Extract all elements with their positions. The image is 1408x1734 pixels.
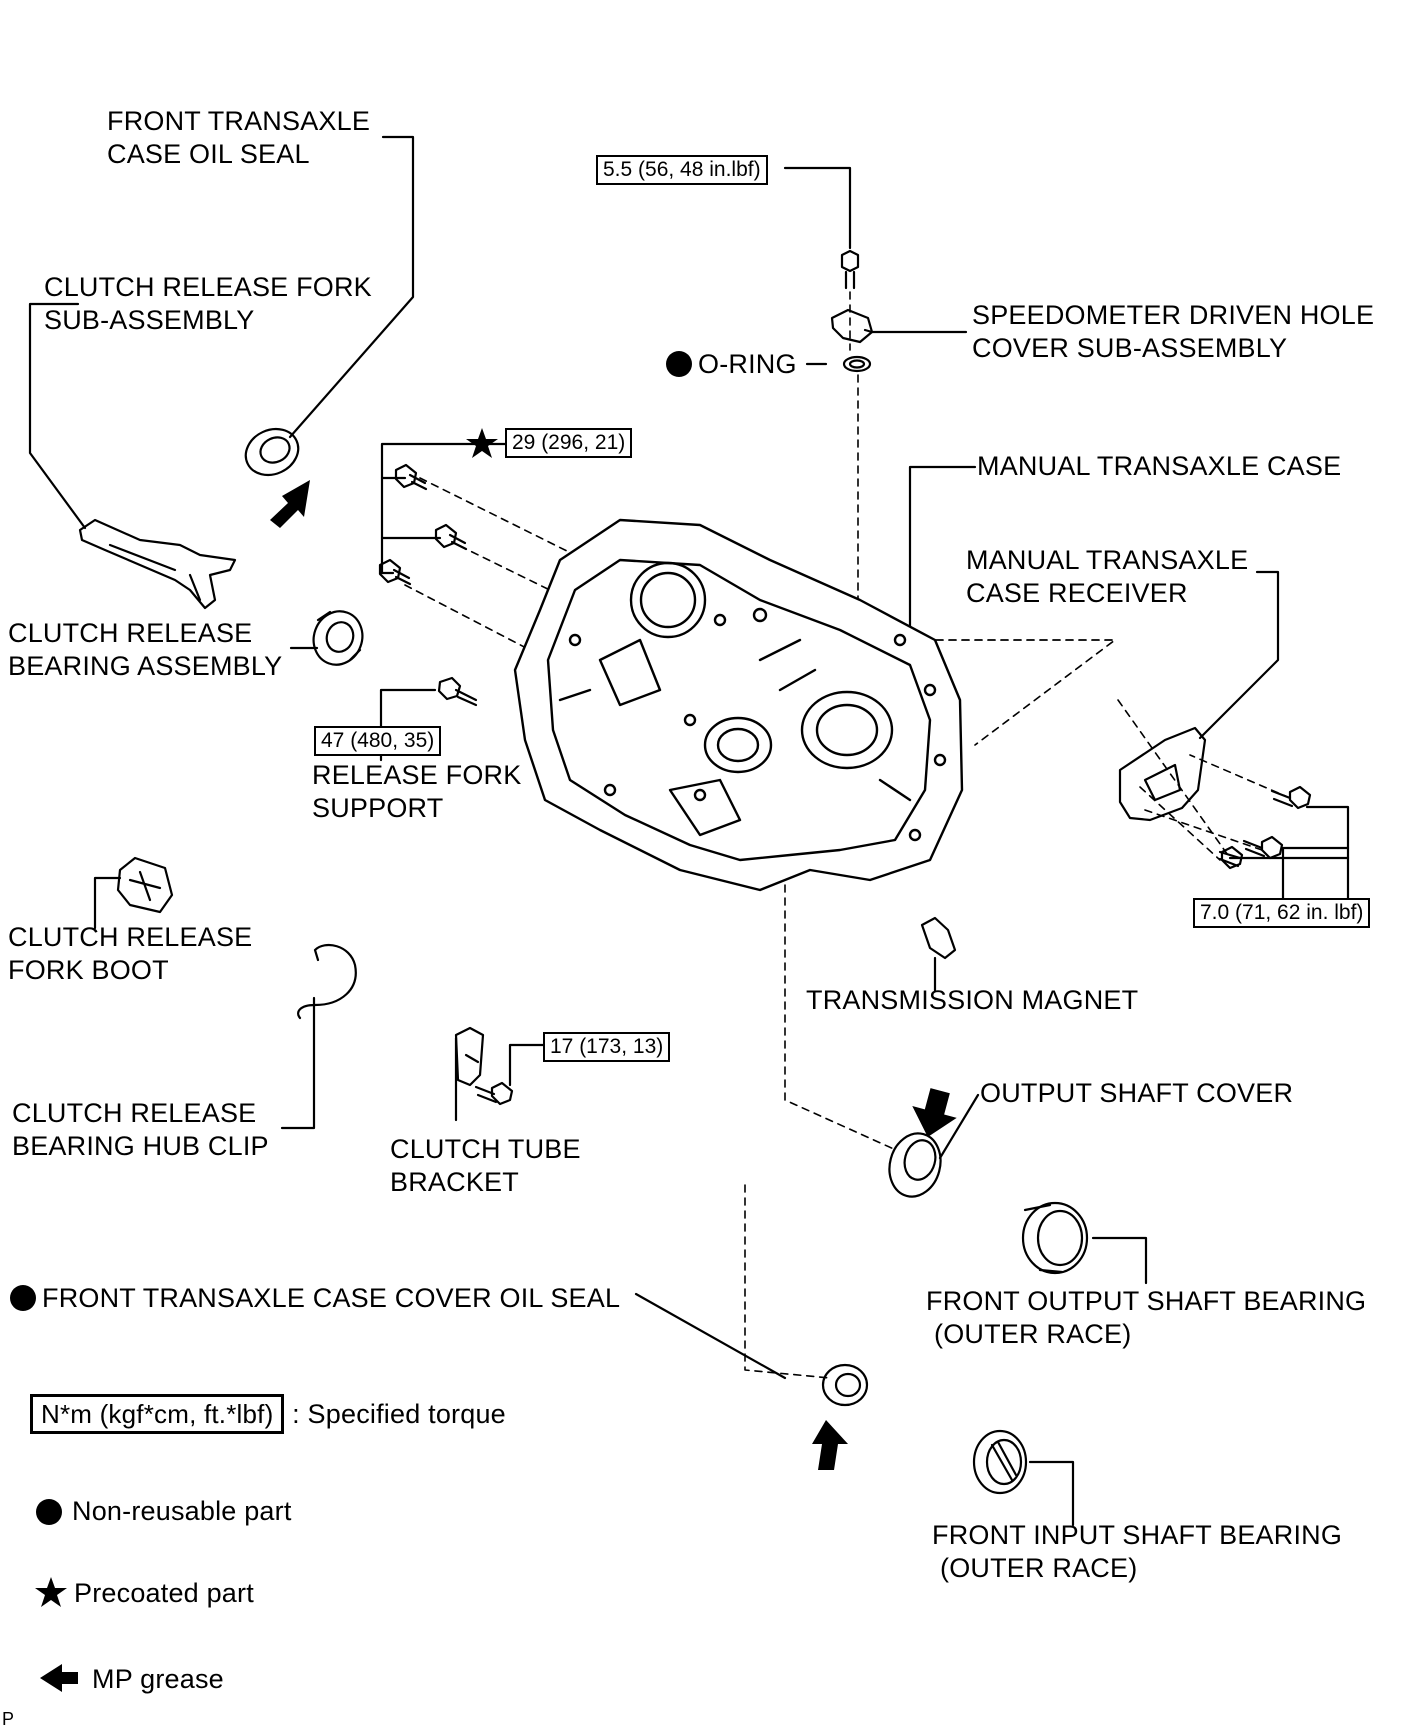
front-input-shaft-bearing-label: FRONT INPUT SHAFT BEARING (OUTER RACE) — [932, 1519, 1342, 1585]
legend-torque-box: N*m (kgf*cm, ft.*lbf) — [30, 1394, 285, 1434]
legend-precoated-text: Precoated part — [74, 1578, 254, 1608]
non-reusable-dot-icon — [36, 1499, 62, 1525]
label-line: SUB-ASSEMBLY — [44, 305, 255, 335]
corner-code: P — [2, 1709, 15, 1729]
leader-lines — [28, 135, 1350, 1527]
label-text: O-RING — [698, 349, 797, 379]
mp-grease-arrows — [40, 480, 957, 1692]
small-parts — [78, 308, 1207, 1495]
torque-box-release-fork-support: 47 (480, 35) — [314, 726, 442, 756]
label-line: (OUTER RACE) — [934, 1319, 1132, 1349]
star-icon — [466, 428, 498, 458]
legend-torque-text: : Specified torque — [292, 1399, 506, 1429]
non-reusable-dot-icon — [666, 351, 692, 377]
label-line: FRONT TRANSAXLE — [107, 106, 371, 136]
label-line: SPEEDOMETER DRIVEN HOLE — [972, 300, 1375, 330]
label-line: COVER SUB-ASSEMBLY — [972, 333, 1288, 363]
bolts — [378, 249, 1312, 1106]
non-reusable-dot-icon — [10, 1285, 36, 1311]
label-line: CLUTCH TUBE — [390, 1134, 581, 1164]
label-line: CASE RECEIVER — [966, 578, 1188, 608]
label-line: CLUTCH RELEASE — [12, 1098, 257, 1128]
label-text: OUTPUT SHAFT COVER — [980, 1078, 1294, 1108]
label-line: FORK BOOT — [8, 955, 169, 985]
label-line: BRACKET — [390, 1167, 519, 1197]
legend-non-reusable-text: Non-reusable part — [72, 1496, 292, 1526]
front-output-shaft-bearing-label: FRONT OUTPUT SHAFT BEARING (OUTER RACE) — [926, 1285, 1366, 1351]
legend-mp-grease: MP grease — [92, 1663, 224, 1696]
label-line: MANUAL TRANSAXLE — [966, 545, 1249, 575]
transmission-magnet-label: TRANSMISSION MAGNET — [806, 984, 1138, 1017]
manual-transaxle-case-label: MANUAL TRANSAXLE CASE — [977, 450, 1341, 483]
label-line: FRONT OUTPUT SHAFT BEARING — [926, 1286, 1367, 1316]
legend-torque: N*m (kgf*cm, ft.*lbf) : Specified torque — [30, 1394, 506, 1434]
legend-mp-grease-text: MP grease — [92, 1664, 224, 1694]
precoated-star-icon — [465, 427, 499, 469]
release-fork-support-label: RELEASE FORK SUPPORT — [312, 759, 521, 825]
label-line: BEARING ASSEMBLY — [8, 651, 283, 681]
torque-box-case-receiver-bolts: 7.0 (71, 62 in. lbf) — [1193, 898, 1371, 928]
label-line: RELEASE FORK — [312, 760, 522, 790]
legend-precoated: Precoated part — [34, 1576, 254, 1610]
clutch-release-bearing-hub-clip-label: CLUTCH RELEASE BEARING HUB CLIP — [12, 1097, 269, 1163]
label-line: CLUTCH RELEASE — [8, 922, 253, 952]
legend-non-reusable: Non-reusable part — [36, 1495, 292, 1528]
torque-box-clutch-tube-bracket-bolt: 17 (173, 13) — [543, 1032, 671, 1062]
front-transaxle-case-cover-oil-seal-label: FRONT TRANSAXLE CASE COVER OIL SEAL — [10, 1282, 620, 1315]
manual-transaxle-case-receiver-label: MANUAL TRANSAXLE CASE RECEIVER — [966, 544, 1248, 610]
label-line: CLUTCH RELEASE — [8, 618, 253, 648]
o-ring-label: O-RING — [666, 348, 797, 381]
front-transaxle-case-oil-seal-label: FRONT TRANSAXLE CASE OIL SEAL — [107, 105, 370, 171]
clutch-release-bearing-assembly-label: CLUTCH RELEASE BEARING ASSEMBLY — [8, 617, 282, 683]
clutch-release-fork-boot-label: CLUTCH RELEASE FORK BOOT — [8, 921, 252, 987]
label-line: CASE OIL SEAL — [107, 139, 310, 169]
label-text: TRANSMISSION MAGNET — [806, 985, 1139, 1015]
label-line: FRONT INPUT SHAFT BEARING — [932, 1520, 1343, 1550]
clutch-tube-bracket-label: CLUTCH TUBE BRACKET — [390, 1133, 581, 1199]
clutch-release-fork-sub-assembly-label: CLUTCH RELEASE FORK SUB-ASSEMBLY — [44, 271, 372, 337]
transaxle-case — [513, 518, 964, 892]
label-line: SUPPORT — [312, 793, 444, 823]
torque-box-speedometer-bolt: 5.5 (56, 48 in.lbf) — [596, 155, 768, 185]
label-text: MANUAL TRANSAXLE CASE — [977, 451, 1342, 481]
output-shaft-cover-label: OUTPUT SHAFT COVER — [980, 1077, 1293, 1110]
label-text: FRONT TRANSAXLE CASE COVER OIL SEAL — [42, 1283, 621, 1313]
label-line: (OUTER RACE) — [940, 1553, 1138, 1583]
label-line: CLUTCH RELEASE FORK — [44, 272, 372, 302]
star-icon — [35, 1577, 67, 1607]
torque-box-precoated-bolts: 29 (296, 21) — [505, 428, 633, 458]
speedometer-driven-hole-cover-label: SPEEDOMETER DRIVEN HOLE COVER SUB-ASSEMB… — [972, 299, 1374, 365]
label-line: BEARING HUB CLIP — [12, 1131, 269, 1161]
